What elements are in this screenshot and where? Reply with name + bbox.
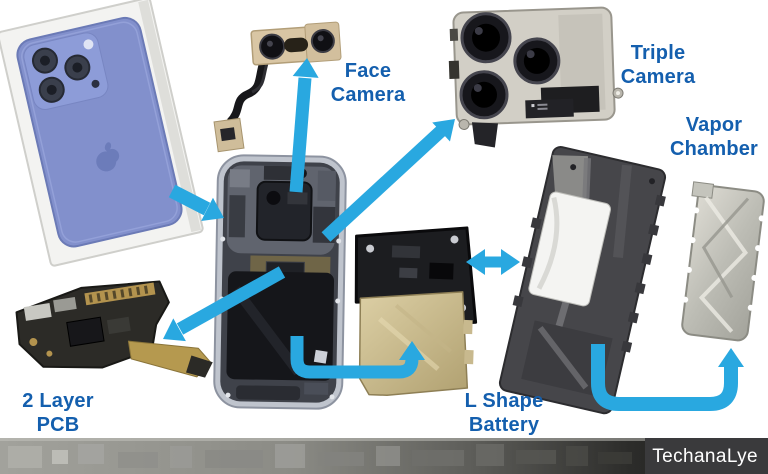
face-camera-label: Face Camera [330,60,406,106]
watermark-text: TechanaLye [652,446,758,467]
two-layer-pcb-label: 2 Layer PCB [22,390,94,436]
phone-chassis-photo [213,154,347,410]
midframe-shield-photo [498,145,667,415]
arrow-chassis-to-pcb [163,266,286,342]
vapor-chamber-photo [681,181,765,342]
apple-logo [96,142,120,172]
arrow-box-to-chassis [168,184,224,221]
pcb-strip-photo [0,438,768,474]
flow-arrows [163,58,744,411]
face-camera-photo [213,21,342,153]
l-shape-battery-label: L Shape Battery [464,390,544,436]
arrow-chassis-to-battery [290,336,425,379]
iphone-box-photo [0,0,204,267]
vapor-chamber-label: Vapor Chamber [669,114,759,160]
arrow-chassis-to-triple-camera [321,119,455,242]
two-layer-pcb-photo [15,280,213,378]
arrow-battery-midframe [466,249,520,275]
triple-camera-label: Triple Camera [620,42,696,88]
triple-camera-photo [448,6,624,148]
arrow-midframe-to-vapor-chamber [591,344,744,411]
arrow-chassis-to-face-camera [289,58,319,193]
